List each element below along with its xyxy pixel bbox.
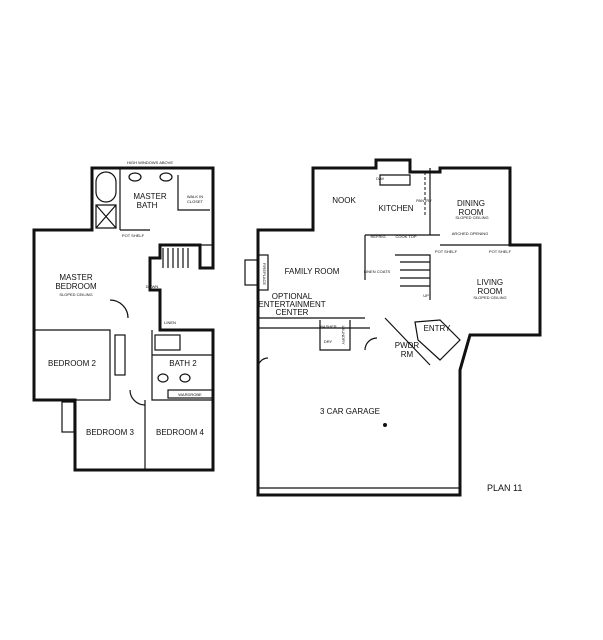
- shower-icon: [95, 204, 117, 229]
- living-room-label: LIVING: [477, 278, 503, 287]
- pot-shelf-label-left: POT SHELF: [435, 249, 458, 254]
- down-label: DOWN: [146, 284, 159, 289]
- pot-shelf-label-right: POT SHELF: [489, 249, 512, 254]
- pantry-label: PANTRY: [416, 198, 432, 203]
- entry-label: ENTRY: [424, 324, 452, 333]
- bedroom-4-label: BEDROOM 4: [156, 428, 205, 437]
- dryer-label: DRY: [324, 339, 333, 344]
- door-swing: [109, 299, 146, 406]
- powder-room-label: PWDR: [395, 341, 420, 350]
- bedroom-2-label: BEDROOM 2: [48, 359, 97, 368]
- high-window-label: HIGH WINDOWS ABOVE: [127, 160, 173, 165]
- sloped-ceiling-note: SLOPED CEILING: [59, 292, 92, 297]
- dining-room-label: DINING: [457, 199, 485, 208]
- entertainment-label-2: ENTERTAINMENT: [258, 300, 325, 309]
- laundry-label: LAUNDRY: [341, 325, 346, 344]
- linen-coats-label: LINEN COATS: [364, 269, 391, 274]
- upper-floor-walls: [32, 166, 215, 472]
- dining-sloped-ceiling: SLOPED CEILING: [455, 215, 488, 220]
- bedroom-3-label: BEDROOM 3: [86, 428, 135, 437]
- powder-room-label-2: RM: [401, 350, 414, 359]
- arched-opening-label: ARCHED OPENING: [452, 231, 488, 236]
- stairs-icon-lower: [395, 254, 431, 300]
- family-room-label: FAMILY ROOM: [285, 267, 340, 276]
- arched-opening-line: [424, 172, 505, 246]
- walk-in-closet-label: WALK IN: [187, 194, 203, 199]
- sink-icon: [379, 174, 411, 186]
- up-label: UP: [423, 293, 429, 298]
- door-swing-lower: [257, 337, 378, 369]
- fireplace-label: FIREPLACE: [262, 263, 267, 286]
- master-bedroom-label-2: BEDROOM: [55, 282, 97, 291]
- cooktop-label: COOK TOP: [396, 234, 417, 239]
- living-sloped-ceiling: SLOPED CEILING: [473, 295, 506, 300]
- kitchen-label: KITCHEN: [378, 204, 413, 213]
- bath-2-label: BATH 2: [169, 359, 197, 368]
- refrigerator-label: REFRIG: [370, 234, 385, 239]
- master-bath-label-2: BATH: [137, 201, 158, 210]
- fireplace-hearth: [244, 259, 259, 286]
- bath2-tub-icon: [154, 334, 181, 351]
- dishwasher-label: D/W: [376, 176, 384, 181]
- pot-shelf-label: POT SHELF: [122, 233, 145, 238]
- entertainment-label-3: CENTER: [276, 308, 309, 317]
- plan-label: PLAN 11: [487, 483, 522, 493]
- washer-label: WASHER: [319, 324, 337, 329]
- entry-tile: [414, 319, 461, 361]
- walk-in-closet-label-2: CLOSET: [187, 199, 204, 204]
- stairs-icon: [162, 248, 189, 268]
- bathtub-icon: [95, 171, 117, 203]
- wardrobe-label: WARDROBE: [178, 392, 202, 397]
- master-bath-label: MASTER: [133, 192, 167, 201]
- living-room-label-2: ROOM: [478, 287, 503, 296]
- linen-label: LINEN: [164, 320, 176, 325]
- master-bedroom-label: MASTER: [59, 273, 93, 282]
- garage-label: 3 CAR GARAGE: [320, 407, 380, 416]
- entertainment-label: OPTIONAL: [272, 292, 313, 301]
- dining-room-label-2: ROOM: [459, 208, 484, 217]
- nook-label: NOOK: [332, 196, 356, 205]
- lower-floor-walls: [244, 158, 542, 497]
